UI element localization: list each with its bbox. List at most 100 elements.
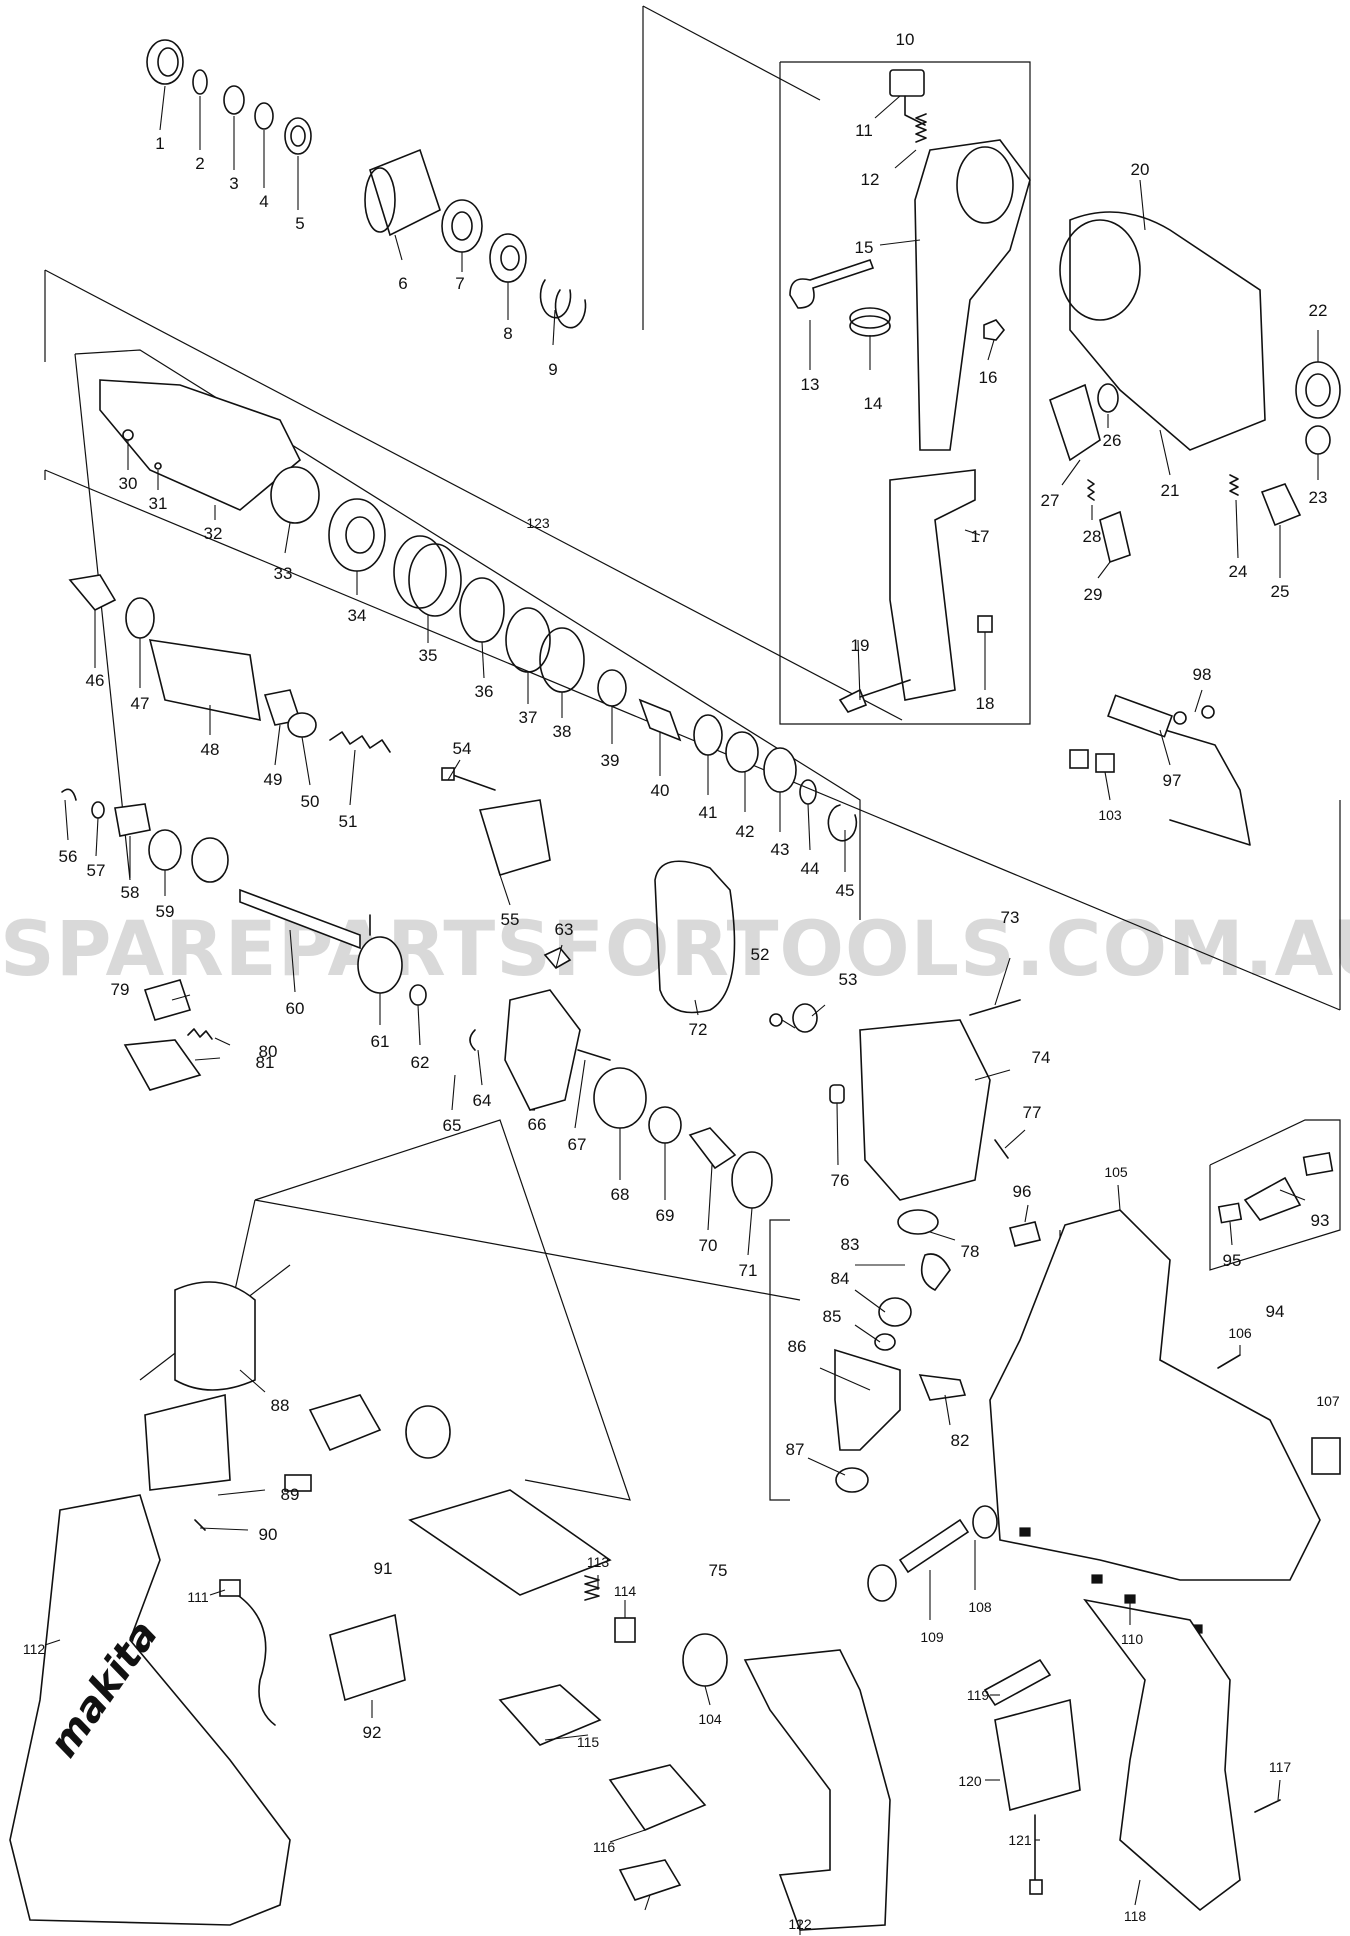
part-label-38: 38	[553, 722, 572, 741]
part-label-45: 45	[836, 881, 855, 900]
part-label-71: 71	[739, 1261, 758, 1280]
part-label-50: 50	[301, 792, 320, 811]
part-label-117: 117	[1269, 1759, 1292, 1775]
part-label-89: 89	[281, 1485, 300, 1504]
part-label-63: 63	[555, 920, 574, 939]
part-label-86: 86	[788, 1337, 807, 1356]
watermark-text: SPAREPARTSFORTOOLS.COM.AU	[0, 904, 1350, 993]
part-label-37: 37	[519, 708, 538, 727]
part-label-1: 1	[155, 134, 164, 153]
part-label-20: 20	[1131, 160, 1150, 179]
part-label-76: 76	[831, 1171, 850, 1190]
part-label-73: 73	[1001, 908, 1020, 927]
part-label-95: 95	[1223, 1251, 1242, 1270]
part-label-67: 67	[568, 1135, 587, 1154]
part-label-48: 48	[201, 740, 220, 759]
part-label-84: 84	[831, 1269, 850, 1288]
part-label-7: 7	[455, 274, 464, 293]
part-label-91: 91	[374, 1559, 393, 1578]
part-label-6: 6	[398, 274, 407, 293]
part-label-116: 116	[593, 1839, 616, 1855]
part-label-5: 5	[295, 214, 304, 233]
part-label-47: 47	[131, 694, 150, 713]
part-label-21: 21	[1161, 481, 1180, 500]
part-label-111: 111	[187, 1589, 208, 1605]
part-label-110: 110	[1121, 1631, 1144, 1647]
part-label-17: 17	[971, 527, 990, 546]
part-drawings: makita	[9, 39, 1341, 1931]
part-label-35: 35	[419, 646, 438, 665]
part-label-52: 52	[751, 945, 770, 964]
part-label-75: 75	[709, 1561, 728, 1580]
part-label-121: 121	[1008, 1832, 1032, 1848]
part-label-53: 53	[839, 970, 858, 989]
part-label-41: 41	[699, 803, 718, 822]
part-label-54: 54	[453, 739, 472, 758]
part-label-69: 69	[656, 1206, 675, 1225]
part-label-13: 13	[801, 375, 820, 394]
part-label-82: 82	[951, 1431, 970, 1450]
part-label-28: 28	[1083, 527, 1102, 546]
part-label-106: 106	[1228, 1325, 1252, 1341]
part-label-49: 49	[264, 770, 283, 789]
part-label-51: 51	[339, 812, 358, 831]
part-label-70: 70	[699, 1236, 718, 1255]
part-label-83: 83	[841, 1235, 860, 1254]
part-label-42: 42	[736, 822, 755, 841]
part-label-80: 80	[259, 1042, 278, 1061]
part-label-16: 16	[979, 368, 998, 387]
part-label-118: 118	[1124, 1908, 1147, 1924]
part-label-119: 119	[967, 1687, 990, 1703]
part-label-22: 22	[1309, 301, 1328, 320]
part-label-85: 85	[823, 1307, 842, 1326]
part-label-30: 30	[119, 474, 138, 493]
part-label-36: 36	[475, 682, 494, 701]
part-label-115: 115	[577, 1734, 600, 1750]
part-label-34: 34	[348, 606, 367, 625]
part-label-109: 109	[920, 1629, 944, 1645]
part-label-107: 107	[1316, 1393, 1340, 1409]
part-label-58: 58	[121, 883, 140, 902]
part-label-120: 120	[958, 1773, 982, 1789]
part-label-19: 19	[851, 636, 870, 655]
part-label-24: 24	[1229, 562, 1248, 581]
part-label-57: 57	[87, 861, 106, 880]
part-label-96: 96	[1013, 1182, 1032, 1201]
part-label-94: 94	[1266, 1302, 1285, 1321]
part-label-31: 31	[149, 494, 168, 513]
part-label-10: 10	[896, 30, 915, 49]
part-label-93: 93	[1311, 1211, 1330, 1230]
part-label-123: 123	[526, 515, 550, 531]
part-label-90: 90	[259, 1525, 278, 1544]
part-label-14: 14	[864, 394, 883, 413]
part-label-56: 56	[59, 847, 78, 866]
part-label-65: 65	[443, 1116, 462, 1135]
part-label-61: 61	[371, 1032, 390, 1051]
part-label-108: 108	[968, 1599, 992, 1615]
part-label-2: 2	[195, 154, 204, 173]
part-label-12: 12	[861, 170, 880, 189]
part-label-92: 92	[363, 1723, 382, 1742]
part-label-4: 4	[259, 192, 268, 211]
part-label-98: 98	[1193, 665, 1212, 684]
part-label-15: 15	[855, 238, 874, 257]
part-label-68: 68	[611, 1185, 630, 1204]
part-label-103: 103	[1098, 807, 1122, 823]
part-label-25: 25	[1271, 582, 1290, 601]
part-label-105: 105	[1104, 1164, 1128, 1180]
part-label-72: 72	[689, 1020, 708, 1039]
part-label-33: 33	[274, 564, 293, 583]
part-label-66: 66	[528, 1115, 547, 1134]
leader-lines	[44, 85, 1319, 1935]
part-label-23: 23	[1309, 488, 1328, 507]
part-label-74: 74	[1032, 1048, 1051, 1067]
part-label-32: 32	[204, 524, 223, 543]
part-label-60: 60	[286, 999, 305, 1018]
part-label-46: 46	[86, 671, 105, 690]
part-label-9: 9	[548, 360, 557, 379]
part-label-104: 104	[698, 1711, 722, 1727]
part-label-112: 112	[23, 1641, 46, 1657]
part-label-78: 78	[961, 1242, 980, 1261]
part-label-87: 87	[786, 1440, 805, 1459]
part-label-8: 8	[503, 324, 512, 343]
